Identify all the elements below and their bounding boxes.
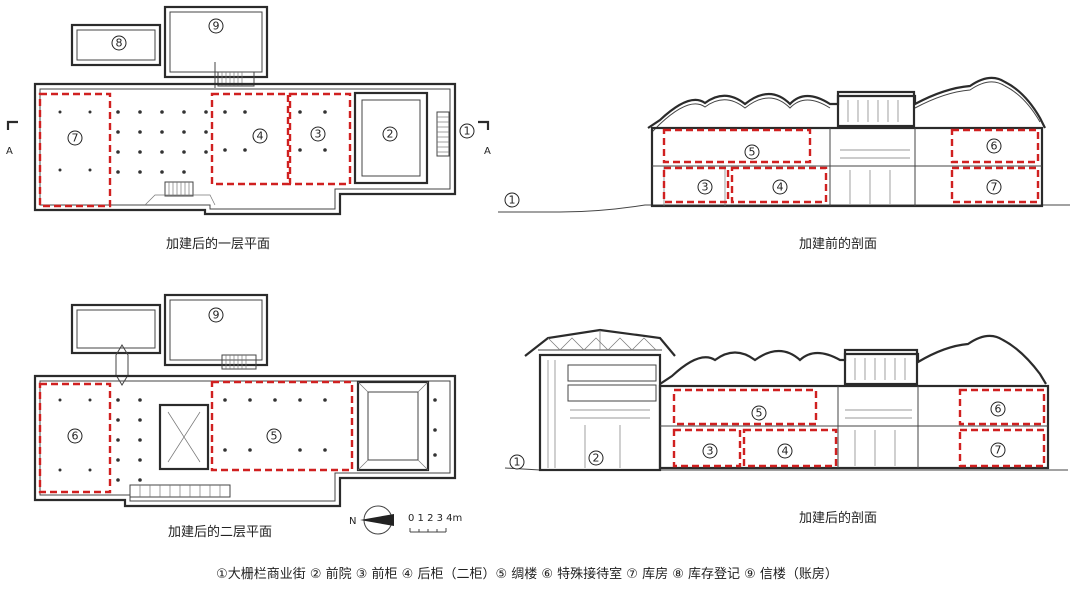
north-arrow: N [349, 505, 394, 535]
svg-text:1: 1 [514, 456, 521, 469]
scale-bar: 0 1 2 3 4m [408, 513, 462, 533]
s1-label-7: 7 [986, 179, 1002, 195]
column-grid-2 [58, 398, 437, 482]
section1-zone-7 [950, 166, 1040, 204]
svg-text:8: 8 [116, 37, 123, 50]
svg-text:A: A [484, 146, 491, 157]
svg-text:4: 4 [257, 130, 264, 143]
caption-second-floor-plan: 加建后的二层平面 [168, 524, 272, 540]
section1-zone-6 [950, 128, 1040, 164]
room-label-4: 4 [252, 128, 268, 144]
p2-label-5: 5 [266, 428, 282, 444]
s1-label-1: 1 [504, 192, 520, 208]
caption-section-after: 加建后的剖面 [799, 510, 877, 526]
p2-label-6: 6 [67, 428, 83, 444]
section2-zone-3 [672, 428, 742, 468]
zone-4-rear-counter [210, 92, 290, 186]
section-marker-left: A [6, 120, 18, 157]
room-label-1: 1 [459, 123, 475, 139]
caption-first-floor-plan: 加建后的一层平面 [166, 236, 270, 252]
zone-6-reception [38, 382, 112, 494]
svg-text:7: 7 [72, 132, 79, 145]
svg-text:9: 9 [213, 309, 220, 322]
section2-zone-5 [672, 388, 818, 426]
svg-text:9: 9 [213, 20, 220, 33]
section-after-addition: 1 2 5 3 4 6 7 加建后的剖面 [504, 328, 1068, 526]
svg-text:7: 7 [995, 444, 1002, 457]
s1-label-6: 6 [986, 138, 1002, 154]
caption-section-before: 加建前的剖面 [799, 236, 877, 252]
svg-text:4: 4 [782, 445, 789, 458]
svg-text:6: 6 [72, 430, 79, 443]
svg-text:4: 4 [777, 181, 784, 194]
section1-zone-5 [662, 128, 812, 164]
section-marker-right: A [478, 120, 491, 157]
svg-text:7: 7 [991, 181, 998, 194]
s2-label-3: 3 [702, 443, 718, 459]
s2-label-4: 4 [777, 443, 793, 459]
svg-text:1: 1 [464, 125, 471, 138]
svg-text:A: A [6, 146, 13, 157]
svg-text:2: 2 [387, 128, 394, 141]
section2-zone-6 [958, 388, 1046, 426]
s2-label-7: 7 [990, 442, 1006, 458]
section2-zone-4 [742, 428, 838, 468]
s1-label-3: 3 [697, 179, 713, 195]
zone-7-storeroom [38, 92, 112, 208]
column-grid [58, 110, 327, 174]
room-label-8: 8 [111, 35, 127, 51]
section1-zone-3 [662, 166, 730, 204]
s1-label-5: 5 [744, 144, 760, 160]
svg-text:1: 1 [509, 194, 516, 207]
section1-zone-4 [730, 166, 828, 204]
zone-5-silk-floor [210, 380, 354, 472]
legend-text: ①大栅栏商业街 ② 前院 ③ 前柜 ④ 后柜（二柜）⑤ 绸楼 ⑥ 特殊接待室 ⑦… [216, 566, 838, 582]
svg-text:3: 3 [315, 128, 322, 141]
svg-text:5: 5 [756, 407, 763, 420]
room-label-3: 3 [310, 126, 326, 142]
svg-text:5: 5 [271, 430, 278, 443]
first-floor-plan: 8 9 7 4 3 2 1 A A 加建后的一层平面 [6, 5, 491, 252]
svg-text:5: 5 [749, 146, 756, 159]
s2-label-5: 5 [751, 405, 767, 421]
s2-label-2: 2 [588, 450, 604, 466]
section-before-addition: 1 5 3 4 6 7 加建前的剖面 [498, 76, 1070, 252]
s1-label-4: 4 [772, 179, 788, 195]
room-label-9: 9 [208, 18, 224, 34]
svg-text:2: 2 [593, 452, 600, 465]
room-label-2: 2 [382, 126, 398, 142]
svg-text:N: N [349, 516, 356, 527]
s2-label-6: 6 [990, 401, 1006, 417]
room-label-7: 7 [67, 130, 83, 146]
svg-text:0 1 2 3 4m: 0 1 2 3 4m [408, 513, 462, 524]
svg-text:6: 6 [995, 403, 1002, 416]
zone-3-front-counter [288, 92, 352, 186]
s2-label-1: 1 [509, 454, 525, 470]
second-floor-plan: 9 6 5 N 0 1 2 3 4m 加建后的二层平面 [33, 293, 462, 540]
svg-text:3: 3 [702, 181, 709, 194]
p2-label-9: 9 [208, 307, 224, 323]
svg-text:3: 3 [707, 445, 714, 458]
section2-zone-7 [958, 428, 1046, 468]
svg-text:6: 6 [991, 140, 998, 153]
